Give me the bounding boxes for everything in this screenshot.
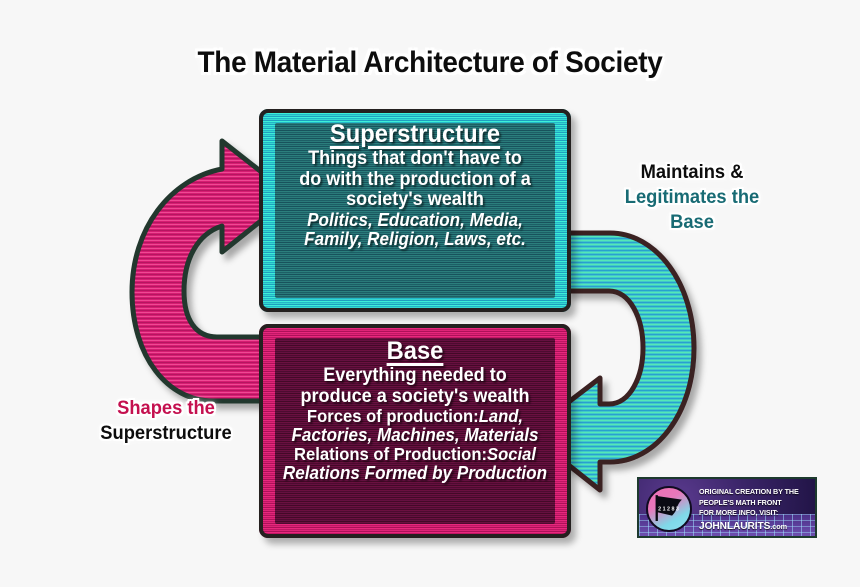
superstructure-inner-panel bbox=[275, 123, 555, 298]
base-frame bbox=[259, 324, 571, 538]
page-title: The Material Architecture of Society bbox=[197, 46, 663, 79]
svg-text:2 1 2 8 3: 2 1 2 8 3 bbox=[658, 506, 679, 512]
black-flag-emblem-icon: 2 1 2 8 3 bbox=[646, 486, 692, 532]
superstructure-content: Superstructure Things that don't have to… bbox=[259, 109, 571, 249]
base-detail-label-3: Relations of Production: bbox=[293, 444, 488, 465]
base-inner-panel bbox=[275, 338, 555, 524]
base-line-1: Everything needed to bbox=[323, 365, 507, 386]
superstructure-frame bbox=[259, 109, 571, 312]
base-detail-value-3: Social bbox=[487, 444, 537, 465]
watermark-line-3: FOR MORE INFO, VISIT: bbox=[699, 508, 779, 518]
watermark-text-block: ORIGINAL CREATION BY THE PEOPLE'S MATH F… bbox=[699, 487, 815, 533]
watermark-badge[interactable]: 2 1 2 8 3 ORIGINAL CREATION BY THE PEOPL… bbox=[637, 477, 817, 538]
base-heading: Base bbox=[386, 337, 444, 365]
base-detail-row-4: Relations Formed by Production bbox=[282, 463, 548, 484]
superstructure-heading: Superstructure bbox=[329, 120, 501, 148]
superstructure-line-1: Things that don't have to bbox=[308, 148, 522, 169]
flag-pole bbox=[655, 495, 658, 521]
base-detail-row-2: Factories, Machines, Materials bbox=[291, 424, 539, 445]
watermark-site-name: JOHNLAURITS bbox=[699, 519, 771, 532]
base-box: Base Everything needed to produce a soci… bbox=[259, 324, 571, 538]
superstructure-example-2: Family, Religion, Laws, etc. bbox=[304, 228, 526, 249]
maintains-label-line-1: Maintains & bbox=[640, 161, 744, 183]
shapes-label-line-1: Shapes the bbox=[117, 397, 215, 419]
base-detail-label-1: Forces of production: bbox=[306, 406, 479, 427]
watermark-site: JOHNLAURITS.com bbox=[699, 519, 812, 533]
maintains-label-line-3: Base bbox=[670, 210, 714, 233]
base-content: Base Everything needed to produce a soci… bbox=[259, 324, 571, 484]
superstructure-line-2: do with the production of a bbox=[299, 168, 531, 190]
base-detail-row-1: Forces of production:Land, bbox=[267, 407, 563, 426]
shapes-label: Shapes the Superstructure bbox=[68, 396, 264, 446]
base-line-2: produce a society's wealth bbox=[300, 385, 530, 407]
base-detail-row-3: Relations of Production:Social bbox=[267, 445, 563, 464]
shapes-label-line-2: Superstructure bbox=[100, 421, 232, 444]
superstructure-line-3: society's wealth bbox=[346, 189, 484, 211]
maintains-label-line-2: Legitimates the bbox=[624, 185, 760, 208]
flag-shape bbox=[656, 496, 682, 521]
superstructure-box: Superstructure Things that don't have to… bbox=[259, 109, 571, 312]
watermark-line-2: PEOPLE'S MATH FRONT bbox=[699, 497, 782, 507]
watermark-line-1: ORIGINAL CREATION BY THE bbox=[699, 487, 799, 496]
base-detail-value-1: Land, bbox=[478, 406, 524, 427]
superstructure-example-1: Politics, Education, Media, bbox=[307, 209, 523, 230]
watermark-site-suffix: .com bbox=[770, 521, 787, 531]
maintains-label: Maintains & Legitimates the Base bbox=[600, 160, 784, 235]
